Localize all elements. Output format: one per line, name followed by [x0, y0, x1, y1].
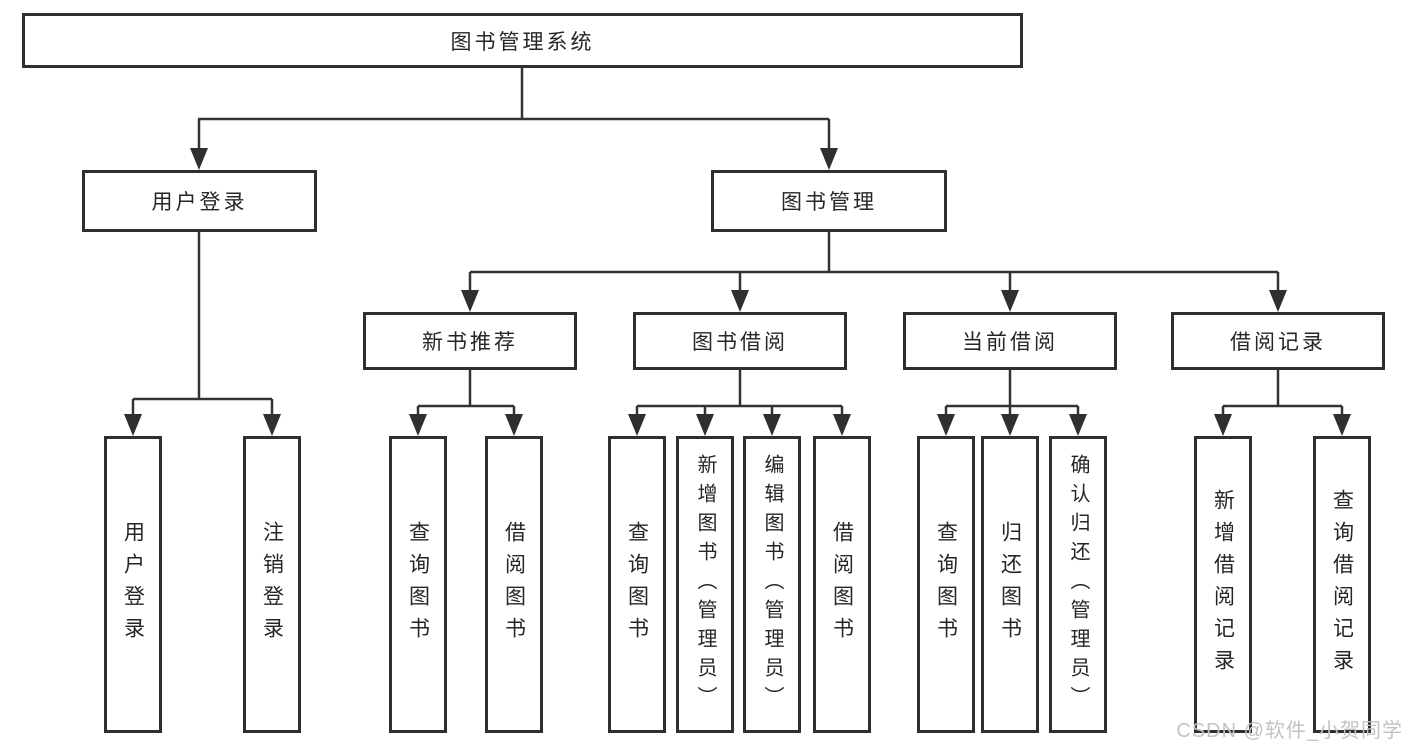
watermark: CSDN @软件_小贺同学 — [1176, 720, 1403, 742]
leaf-add-borrow-record: 新增借阅记录 — [1194, 436, 1252, 733]
leaf-label: 归还图书 — [998, 520, 1022, 649]
leaf-add-books-admin: 新增图书（管理员） — [676, 436, 734, 733]
node-new-book-recommend: 新书推荐 — [363, 312, 577, 370]
leaf-user-login: 用户登录 — [104, 436, 162, 733]
node-book-management: 图书管理 — [711, 170, 947, 232]
leaf-label: 用户登录 — [121, 520, 145, 649]
leaf-borrow-books: 借阅图书 — [813, 436, 871, 733]
leaf-query-books-borrow: 查询图书 — [608, 436, 666, 733]
node-label: 图书管理系统 — [450, 30, 595, 54]
leaf-label: 查询图书 — [625, 520, 649, 649]
leaf-edit-books-admin: 编辑图书（管理员） — [743, 436, 801, 733]
leaf-label: 借阅图书 — [830, 520, 854, 649]
leaf-label: 新增借阅记录 — [1211, 488, 1235, 681]
node-label: 新书推荐 — [422, 331, 518, 354]
node-label: 借阅记录 — [1230, 331, 1326, 354]
node-book-borrow: 图书借阅 — [633, 312, 847, 370]
leaf-logout: 注销登录 — [243, 436, 301, 733]
leaf-label: 查询图书 — [406, 520, 430, 649]
leaf-label: 新增图书（管理员） — [694, 454, 716, 715]
leaf-query-books-recommend: 查询图书 — [389, 436, 447, 733]
leaf-label: 查询借阅记录 — [1330, 488, 1354, 681]
leaf-borrow-books-recommend: 借阅图书 — [485, 436, 543, 733]
arrowheads — [124, 148, 1351, 436]
node-current-borrow: 当前借阅 — [903, 312, 1117, 370]
leaf-label: 确认归还（管理员） — [1067, 454, 1089, 715]
node-label: 图书借阅 — [692, 331, 788, 354]
leaf-confirm-return-admin: 确认归还（管理员） — [1049, 436, 1107, 733]
leaf-query-borrow-record: 查询借阅记录 — [1313, 436, 1371, 733]
node-label: 用户登录 — [151, 191, 248, 214]
node-user-login: 用户登录 — [82, 170, 317, 232]
node-library-system-root: 图书管理系统 — [22, 13, 1023, 68]
leaf-label: 编辑图书（管理员） — [761, 454, 783, 715]
leaf-return-books: 归还图书 — [981, 436, 1039, 733]
leaf-label: 查询图书 — [934, 520, 958, 649]
node-label: 图书管理 — [781, 191, 877, 214]
leaf-query-books-current: 查询图书 — [917, 436, 975, 733]
node-borrow-records: 借阅记录 — [1171, 312, 1385, 370]
leaf-label: 借阅图书 — [502, 520, 526, 649]
node-label: 当前借阅 — [962, 331, 1058, 354]
leaf-label: 注销登录 — [260, 520, 284, 649]
